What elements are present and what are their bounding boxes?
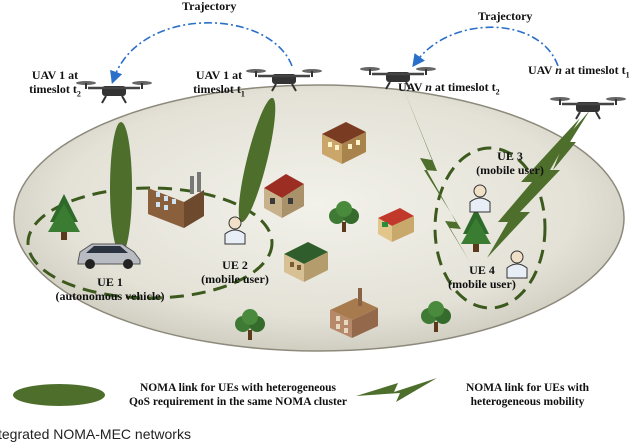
uavn-t1-label-n: n [555, 63, 562, 77]
trajectory-label-right: Trajectory [478, 9, 533, 23]
ue4-label-line2: (mobile user) [448, 277, 516, 291]
uavn-t1-label-suffix: at timeslot t [561, 63, 626, 77]
ue4-label-line1: UE 4 [469, 263, 495, 277]
school-building-icon [284, 242, 328, 282]
ground-area [13, 84, 625, 352]
legend-qos-line1: NOMA link for UEs with heterogeneous [139, 382, 337, 394]
ue3-label-line2: (mobile user) [476, 163, 544, 177]
apartment-building-icon [322, 122, 366, 164]
uav1-t2-label-line1: UAV 1 at [31, 68, 79, 82]
warehouse-building-icon [330, 288, 378, 338]
uav1-t2-drone [76, 81, 152, 104]
noma-cluster-left [26, 186, 274, 300]
uavn-t1-drone [550, 97, 626, 120]
uav1-t1-drone [246, 69, 322, 92]
noma-cluster-right [433, 146, 547, 310]
uav1-t2-subscript: 2 [76, 89, 81, 99]
trajectory-arrow-left [110, 22, 293, 85]
uav1-t2-label: UAV 1 at timeslot t2 [18, 68, 92, 101]
qos-noma-link-uav1-t2 [110, 122, 132, 254]
legend-mobility-line2: heterogeneous mobility [470, 396, 585, 408]
uav1-t2-label-line2: timeslot t [29, 82, 77, 96]
ue1-label: UE 1 (autonomous vehicle) [40, 275, 180, 303]
uavn-t1-label-prefix: UAV [528, 63, 556, 77]
ue1-label-line2: (autonomous vehicle) [55, 289, 165, 303]
legend-qos-line2: QoS requirement in the same NOMA cluster [128, 396, 348, 408]
ue4-label: UE 4 (mobile user) [432, 263, 532, 291]
legend-mobility-link-symbol [356, 378, 437, 402]
uavn-t2-label-prefix: UAV [398, 80, 426, 94]
mobility-noma-link-uavn-t1-upper [553, 110, 590, 170]
mobile-user-icon [506, 250, 528, 279]
uav1-t1-label: UAV 1 at timeslot t1 [182, 68, 256, 101]
factory-building-icon [148, 172, 204, 228]
autonomous-vehicle-icon [77, 243, 141, 269]
uavn-t1-subscript: 1 [625, 70, 630, 80]
uavn-t2-drone [360, 67, 436, 90]
ue2-label-line1: UE 2 [222, 258, 248, 272]
uavn-t2-label: UAV n at timeslot t2 [398, 80, 500, 99]
mobile-user-icon [469, 184, 491, 213]
tree-icon [461, 208, 491, 252]
legend-mobility-link-text: NOMA link for UEs with heterogeneous mob… [440, 381, 615, 409]
uavn-t2-subscript: 2 [495, 87, 500, 97]
ue3-label: UE 3 (mobile user) [460, 149, 560, 177]
legend-qos-link-symbol [13, 384, 105, 406]
uavn-t2-label-suffix: at timeslot t [431, 80, 496, 94]
uavn-t2-label-n: n [425, 80, 432, 94]
tree-icon [235, 309, 265, 340]
ue2-label: UE 2 (mobile user) [185, 258, 285, 286]
house-building-icon [264, 174, 304, 218]
legend-mobility-line1: NOMA link for UEs with [465, 382, 590, 394]
legend-qos-link-text: NOMA link for UEs with heterogeneous QoS… [118, 381, 358, 409]
tree-icon [421, 301, 451, 332]
uav1-t1-subscript: 1 [240, 89, 245, 99]
mobile-user-icon [224, 216, 246, 245]
ue2-label-line2: (mobile user) [201, 272, 269, 286]
mobility-noma-link-uavn-t1 [487, 118, 580, 258]
ue1-label-line1: UE 1 [97, 275, 123, 289]
figure-caption: tegrated NOMA-MEC networks [0, 426, 191, 442]
tree-icon [329, 201, 359, 232]
gas-station-icon [378, 208, 414, 242]
trajectory-label-left: Trajectory [182, 0, 237, 13]
uav1-t1-label-line1: UAV 1 at [195, 68, 243, 82]
uav1-t1-label-line2: timeslot t [193, 82, 241, 96]
ue3-label-line1: UE 3 [497, 149, 523, 163]
tree-icon [48, 194, 80, 240]
qos-noma-link-uav1-t1 [238, 97, 276, 223]
trajectory-arrow-right [412, 26, 559, 68]
uavn-t1-label: UAV n at timeslot t1 [528, 63, 630, 82]
